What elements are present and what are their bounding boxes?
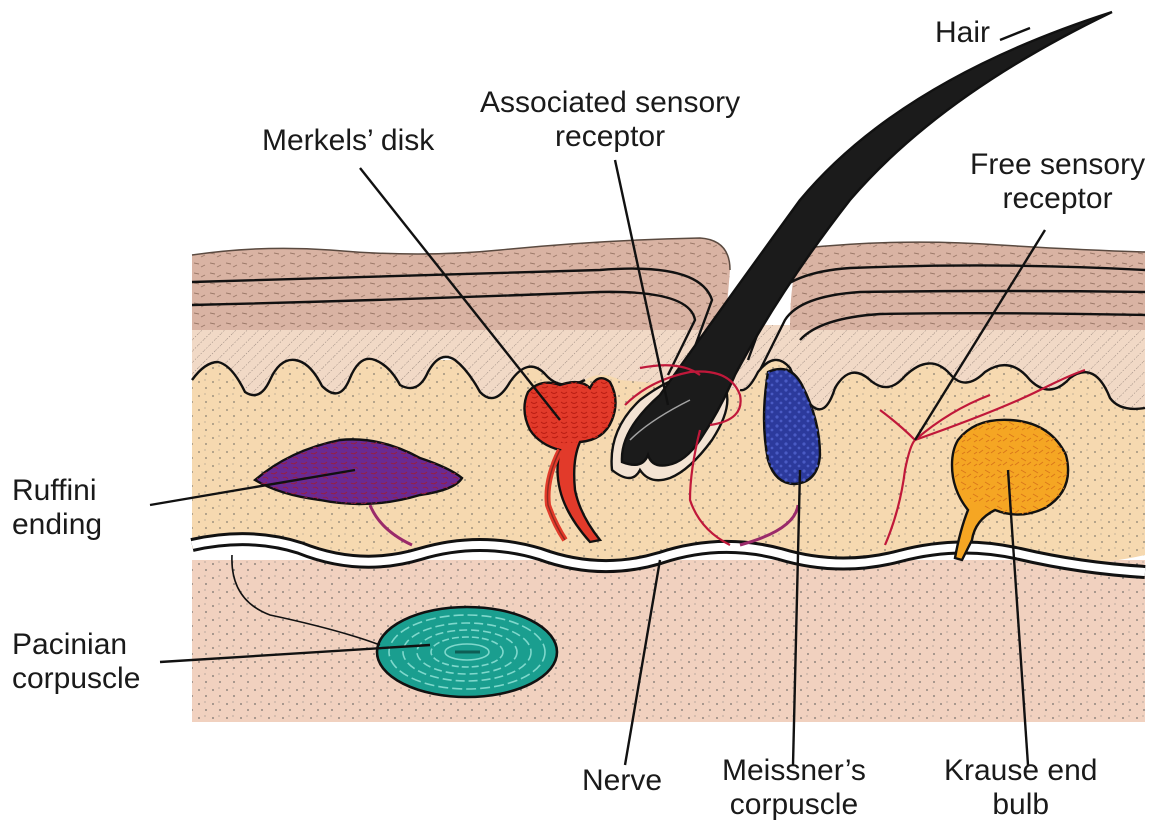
pacinian-corpuscle-shape [377, 607, 557, 697]
label-pacinian-corpuscle: Pacinian corpuscle [12, 628, 140, 696]
label-nerve: Nerve [582, 764, 662, 798]
label-hair: Hair [935, 16, 990, 50]
label-meissners-corpuscle: Meissner’s corpuscle [722, 754, 866, 822]
leader-hair [1000, 28, 1030, 40]
label-associated-sensory-receptor: Associated sensory receptor [480, 86, 740, 154]
label-ruffini-ending: Ruffini ending [12, 474, 102, 542]
label-krause-end-bulb: Krause end bulb [944, 754, 1097, 822]
label-free-sensory-receptor: Free sensory receptor [970, 148, 1145, 216]
label-merkels-disk: Merkels’ disk [262, 124, 434, 158]
